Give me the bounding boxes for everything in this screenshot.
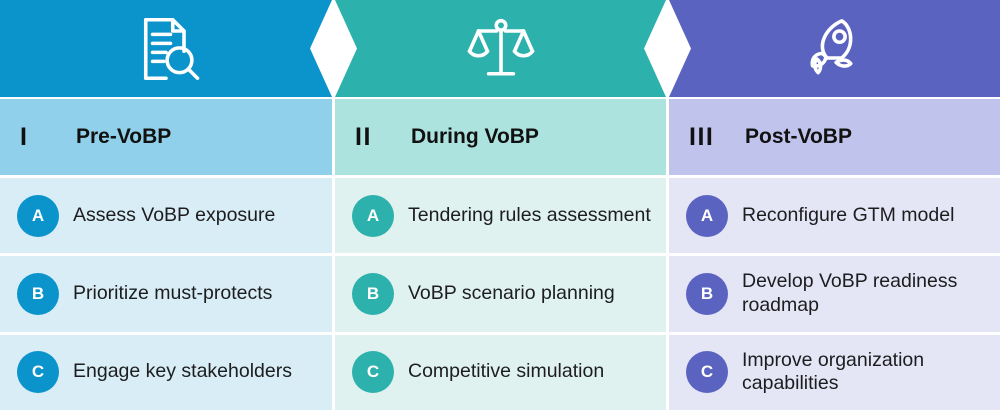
phase-title-3: Post-VoBP: [745, 125, 852, 148]
item-badge: A: [17, 194, 59, 237]
balance-scale-icon: [462, 13, 540, 85]
phase-item-list-3: A Reconfigure GTM model B Develop VoBP r…: [669, 178, 1000, 410]
list-item[interactable]: A Reconfigure GTM model: [669, 178, 1000, 254]
item-label: Improve organization capabilities: [742, 348, 925, 395]
item-badge: A: [686, 194, 728, 237]
phase-title-1: Pre-VoBP: [76, 125, 172, 148]
chevron-shape-1: [0, 0, 332, 97]
rocket-icon: [796, 13, 874, 85]
phase-numeral-3: III: [689, 122, 715, 151]
item-badge: C: [686, 351, 728, 394]
phase-numeral-1: I: [20, 122, 29, 151]
item-badge: B: [17, 272, 59, 315]
phase-header-post-vobp: [669, 0, 1000, 97]
item-label: Develop VoBP readiness roadmap: [742, 270, 958, 316]
list-item[interactable]: A Tendering rules assessment: [335, 178, 666, 254]
chevron-shape-3: [669, 0, 1000, 97]
list-item[interactable]: A Assess VoBP exposure: [0, 178, 332, 254]
phase-item-list-1: A Assess VoBP exposure B Prioritize must…: [0, 178, 332, 410]
list-item[interactable]: C Engage key stakeholders: [0, 334, 332, 410]
phase-title-band-2: II During VoBP: [335, 99, 666, 175]
phase-header-during-vobp: [335, 0, 666, 97]
list-item[interactable]: B VoBP scenario planning: [335, 256, 666, 332]
list-item[interactable]: B Prioritize must-protects: [0, 256, 332, 332]
list-item[interactable]: C Improve organization capabilities: [669, 334, 1000, 410]
list-item[interactable]: C Competitive simulation: [335, 334, 666, 410]
item-label: Reconfigure GTM model: [742, 203, 955, 226]
phase-title-band-3: III Post-VoBP: [669, 99, 1000, 175]
item-badge: C: [352, 351, 394, 394]
list-item[interactable]: B Develop VoBP readiness roadmap: [669, 256, 1000, 332]
phase-column-post-vobp[interactable]: III Post-VoBP A Reconfigure GTM model B …: [669, 0, 1000, 410]
item-badge: B: [352, 272, 394, 315]
item-label: Engage key stakeholders: [73, 360, 292, 383]
item-label: Tendering rules assessment: [408, 203, 651, 226]
item-label: VoBP scenario planning: [408, 282, 615, 305]
item-label: Prioritize must-protects: [73, 282, 273, 305]
phase-item-list-2: A Tendering rules assessment B VoBP scen…: [335, 178, 666, 410]
item-badge: C: [17, 351, 59, 394]
phase-column-pre-vobp[interactable]: I Pre-VoBP A Assess VoBP exposure B Prio…: [0, 0, 332, 410]
phase-numeral-2: II: [355, 122, 372, 151]
item-badge: B: [686, 272, 728, 315]
phase-header-pre-vobp: [0, 0, 332, 97]
document-search-icon: [127, 13, 205, 85]
item-label: Competitive simulation: [408, 360, 605, 383]
item-label: Assess VoBP exposure: [73, 203, 276, 226]
phase-title-2: During VoBP: [411, 125, 539, 148]
item-badge: A: [352, 194, 394, 237]
phase-title-band-1: I Pre-VoBP: [0, 99, 332, 175]
phase-column-during-vobp[interactable]: II During VoBP A Tendering rules assessm…: [335, 0, 666, 410]
